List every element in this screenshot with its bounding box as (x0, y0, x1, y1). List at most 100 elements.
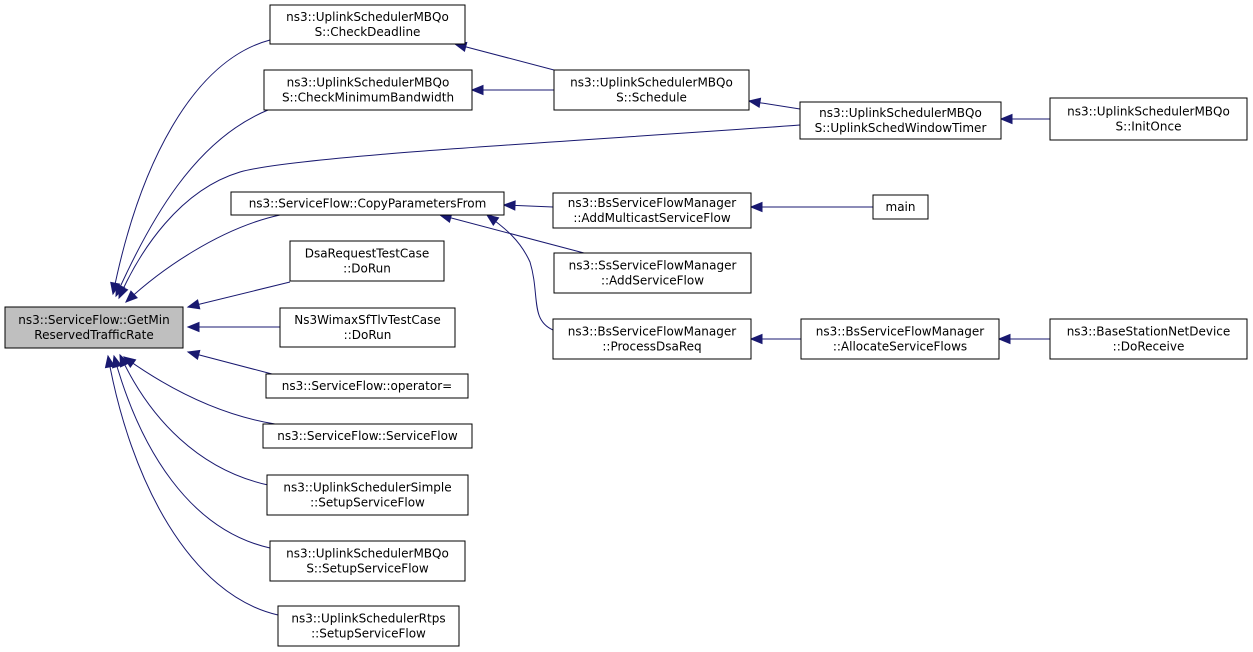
arrowhead-icon (119, 353, 130, 368)
node-box (552, 192, 752, 229)
call-edge-main-to-addMulticast (749, 201, 873, 213)
node-label: ns3::UplinkSchedulerRtps (291, 612, 445, 626)
node-operatorEq[interactable]: ns3::ServiceFlow::operator= (265, 373, 469, 399)
node-label: ns3::UplinkSchedulerMBQo (819, 106, 982, 120)
node-allocate[interactable]: ns3::BsServiceFlowManager::AllocateServi… (800, 318, 1000, 360)
node-box (553, 252, 752, 294)
node-label: ::ProcessDsaReq (602, 340, 701, 354)
node-label: S::Schedule (616, 91, 687, 105)
node-root[interactable]: ns3::ServiceFlow::GetMinReservedTrafficR… (4, 306, 184, 349)
node-label: ::DoRun (343, 262, 391, 276)
arrowhead-icon (186, 321, 200, 333)
call-edge-schedule-to-checkDeadline (453, 41, 555, 71)
call-edge-initOnce-to-windowTimer (999, 113, 1050, 125)
node-box (265, 373, 469, 399)
arrowhead-icon (502, 200, 516, 211)
node-box (266, 474, 469, 516)
node-label: ::AddMulticastServiceFlow (573, 211, 730, 225)
node-ns3Wimax[interactable]: Ns3WimaxSfTlvTestCase::DoRun (279, 307, 456, 348)
node-setupSimple[interactable]: ns3::UplinkSchedulerSimple::SetupService… (266, 474, 469, 516)
node-box (1049, 97, 1248, 141)
node-addMulticast[interactable]: ns3::BsServiceFlowManager::AddMulticastS… (552, 192, 752, 229)
call-edge-setupRtps-to-root (104, 354, 279, 616)
node-label: main (886, 200, 916, 214)
node-box (4, 306, 184, 349)
node-label: ns3::ServiceFlow::ServiceFlow (277, 429, 458, 443)
call-edge-windowTimer-to-root (118, 124, 801, 300)
node-box (872, 194, 929, 220)
node-box (279, 307, 456, 348)
node-label: ns3::UplinkSchedulerMBQo (1067, 105, 1230, 119)
node-setupMBQoS[interactable]: ns3::UplinkSchedulerMBQoS::SetupServiceF… (269, 540, 466, 582)
node-box (553, 69, 750, 111)
arrowhead-icon (749, 333, 763, 345)
call-edge-processDsa-to-copyParams (485, 214, 554, 331)
call-edge-copyParams-to-root (125, 214, 281, 303)
call-edge-doReceive-to-allocate (997, 333, 1050, 345)
node-processDsa[interactable]: ns3::BsServiceFlowManager::ProcessDsaReq (552, 318, 752, 360)
node-label: ::SetupServiceFlow (311, 627, 426, 641)
node-copyParams[interactable]: ns3::ServiceFlow::CopyParametersFrom (230, 191, 505, 216)
node-label: ns3::ServiceFlow::operator= (282, 379, 452, 393)
node-main[interactable]: main (872, 194, 929, 220)
node-label: Ns3WimaxSfTlvTestCase (294, 313, 441, 327)
arrowhead-icon (749, 201, 763, 213)
node-label: S::CheckMinimumBandwidth (282, 91, 454, 105)
node-setupRtps[interactable]: ns3::UplinkSchedulerRtps::SetupServiceFl… (277, 605, 460, 647)
arrowhead-icon (104, 354, 116, 369)
node-label: ns3::UplinkSchedulerSimple (283, 481, 451, 495)
arrowhead-icon (485, 214, 500, 226)
node-label: ns3::BaseStationNetDevice (1067, 325, 1231, 339)
node-label: ::AddServiceFlow (601, 274, 704, 288)
graph-nodes: ns3::ServiceFlow::GetMinReservedTrafficR… (4, 4, 1248, 647)
node-label: ::AllocateServiceFlows (833, 340, 967, 354)
node-label: ns3::UplinkSchedulerMBQo (286, 10, 449, 24)
node-label: ::DoReceive (1113, 340, 1185, 354)
arrowhead-icon (999, 113, 1013, 125)
node-box (269, 540, 466, 582)
node-box (799, 101, 1002, 140)
node-box (277, 605, 460, 647)
node-ssAdd[interactable]: ns3::SsServiceFlowManager::AddServiceFlo… (553, 252, 752, 294)
call-edge-setupSimple-to-root (119, 353, 269, 486)
arrowhead-icon (125, 290, 138, 303)
arrowhead-icon (747, 97, 762, 108)
node-windowTimer[interactable]: ns3::UplinkSchedulerMBQoS::UplinkSchedWi… (799, 101, 1002, 140)
call-edge-windowTimer-to-schedule (747, 97, 801, 110)
node-label: ns3::UplinkSchedulerMBQo (570, 76, 733, 90)
node-doReceive[interactable]: ns3::BaseStationNetDevice::DoReceive (1049, 318, 1248, 360)
node-box (552, 318, 752, 360)
arrowhead-icon (470, 84, 484, 96)
node-serviceFlowCtor[interactable]: ns3::ServiceFlow::ServiceFlow (262, 423, 473, 449)
call-edge-dsaRequest-to-root (186, 281, 291, 310)
node-dsaRequest[interactable]: DsaRequestTestCase::DoRun (289, 240, 445, 282)
call-edge-serviceFlowCtor-to-root (122, 356, 276, 425)
node-label: S::CheckDeadline (315, 25, 421, 39)
graph-edges (104, 39, 1050, 616)
node-box (262, 423, 473, 449)
call-edge-ns3Wimax-to-root (186, 321, 280, 333)
arrowhead-icon (997, 333, 1011, 345)
call-edge-allocate-to-processDsa (749, 333, 801, 345)
node-label: ns3::BsServiceFlowManager (816, 325, 984, 339)
call-edge-setupMBQoS-to-root (112, 354, 271, 549)
node-box (1049, 318, 1248, 360)
node-label: ns3::BsServiceFlowManager (568, 325, 736, 339)
node-label: ns3::ServiceFlow::CopyParametersFrom (249, 197, 487, 211)
node-box (230, 191, 505, 216)
node-label: ReservedTrafficRate (34, 328, 153, 342)
arrowhead-icon (112, 354, 123, 369)
node-box (800, 318, 1000, 360)
node-label: ns3::ServiceFlow::GetMin (18, 313, 169, 327)
node-label: ns3::UplinkSchedulerMBQo (286, 547, 449, 561)
node-checkMinBw[interactable]: ns3::UplinkSchedulerMBQoS::CheckMinimumB… (263, 69, 473, 111)
call-edge-schedule-to-checkMinBw (470, 84, 554, 96)
node-label: ::DoRun (344, 328, 392, 342)
arrowhead-icon (186, 299, 201, 310)
node-label: S::SetupServiceFlow (306, 562, 429, 576)
node-label: DsaRequestTestCase (305, 247, 430, 261)
